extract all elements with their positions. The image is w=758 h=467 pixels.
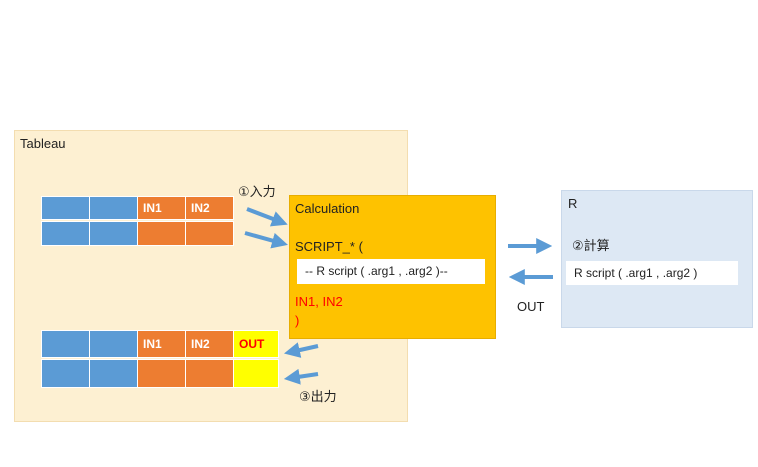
r-container bbox=[561, 190, 753, 328]
in2-header: IN2 bbox=[185, 196, 234, 220]
table-cell bbox=[41, 196, 90, 220]
table-cell bbox=[185, 221, 234, 246]
r-title: R bbox=[568, 196, 578, 211]
table-cell bbox=[41, 359, 90, 388]
table-cell bbox=[137, 359, 186, 388]
arrow-in-2 bbox=[244, 231, 288, 249]
script-open: SCRIPT_* ( bbox=[295, 239, 363, 254]
step-input-label: ①入力 bbox=[238, 184, 276, 199]
arrow-out-1 bbox=[283, 342, 319, 358]
tableau-title: Tableau bbox=[20, 136, 66, 151]
script-body: -- R script ( .arg1 , .arg2 )-- bbox=[297, 259, 485, 284]
calculation-title: Calculation bbox=[295, 201, 360, 216]
out-header: OUT bbox=[233, 330, 279, 358]
table-cell bbox=[185, 359, 234, 388]
table-cell bbox=[233, 359, 279, 388]
r-script-body: R script ( .arg1 , .arg2 ) bbox=[566, 261, 738, 285]
script-close: ) bbox=[295, 313, 300, 328]
table-cell bbox=[89, 221, 138, 246]
step-calc-label: ②計算 bbox=[572, 238, 610, 253]
step-output-label: ③出力 bbox=[299, 389, 337, 404]
arrow-out-2 bbox=[283, 368, 319, 385]
table-cell bbox=[89, 330, 138, 358]
table-cell bbox=[89, 359, 138, 388]
r-out-label: OUT bbox=[517, 299, 545, 314]
arrow-in-1 bbox=[246, 207, 288, 227]
out-in2-header: IN2 bbox=[185, 330, 234, 358]
script-args: IN1, IN2 bbox=[295, 294, 343, 309]
